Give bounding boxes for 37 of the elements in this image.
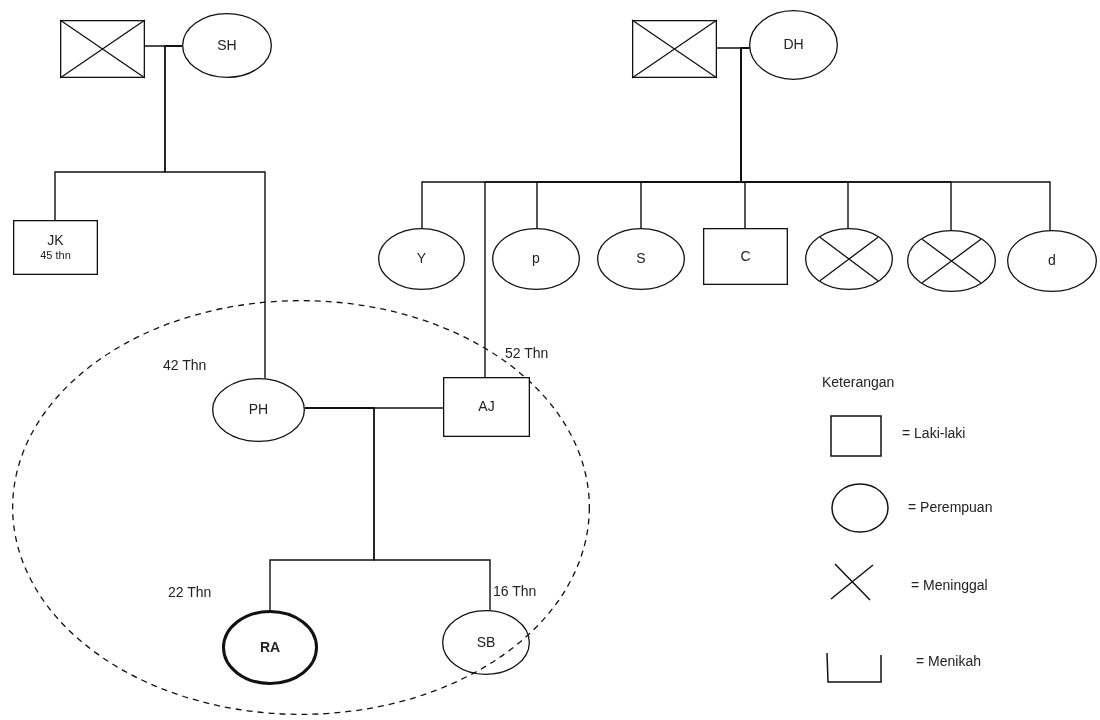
- female-ellipse: [749, 10, 838, 80]
- male-box: [13, 220, 98, 275]
- deceased-female-ellipse: [907, 230, 996, 292]
- age-label: 22 Thn: [168, 583, 212, 602]
- dashed-boundary-ellipse: [12, 300, 590, 715]
- female-ellipse: [378, 228, 465, 290]
- person-initials: S: [636, 250, 646, 268]
- legend-heading: Keterangan: [822, 373, 895, 392]
- age-label: 42 Thn: [163, 356, 207, 375]
- person-initials: PH: [248, 401, 269, 419]
- person-initials: C: [740, 247, 751, 266]
- person-initials: RA: [259, 638, 281, 657]
- deceased-female-ellipse: [805, 228, 893, 290]
- person-initials: p: [532, 250, 540, 268]
- person-initials: SH: [217, 36, 237, 55]
- person-initials: Y: [416, 250, 427, 268]
- legend-text: = Menikah: [916, 652, 981, 671]
- family-line: [304, 407, 491, 611]
- person-initials: AJ: [478, 398, 495, 416]
- age-label: 52 Thn: [505, 344, 549, 363]
- legend-text: = Meninggal: [911, 576, 988, 595]
- female-ellipse: [1007, 230, 1097, 292]
- deceased-male-box: [60, 20, 145, 78]
- person-initials: SB: [476, 633, 496, 652]
- legend-text: = Laki-laki: [902, 424, 966, 443]
- age-text: 45 thn: [40, 249, 71, 264]
- person-initials: d: [1048, 252, 1056, 270]
- person-initials: DH: [783, 36, 804, 54]
- family-line: [164, 45, 266, 379]
- male-box: [703, 228, 788, 285]
- female-ellipse: [492, 228, 580, 290]
- deceased-male-box: [632, 20, 717, 78]
- age-label: 16 Thn: [493, 582, 537, 601]
- female-ellipse: [182, 13, 272, 78]
- female-ellipse: [597, 228, 685, 290]
- person-initials: JK: [47, 231, 64, 250]
- legend-text: = Perempuan: [908, 498, 993, 517]
